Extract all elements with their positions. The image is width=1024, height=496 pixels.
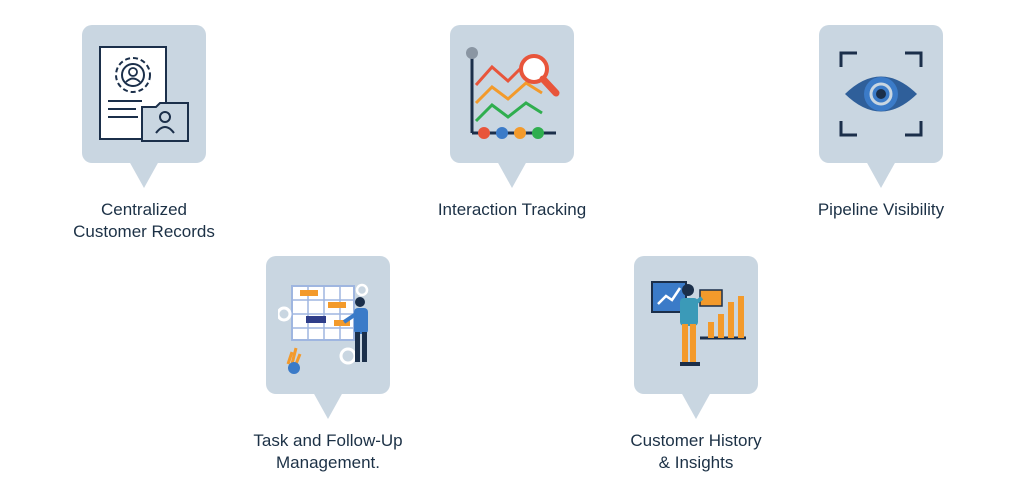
task-board-icon [278,283,369,374]
feature-label-line: & Insights [658,453,734,472]
eye-visibility-icon [839,51,923,137]
feature-label: Interaction Tracking [402,199,622,221]
feature-card [266,256,390,394]
feature-label-line: Customer History [630,431,762,450]
customer-records-icon [99,46,189,142]
feature-label-line: Interaction Tracking [437,200,587,219]
feature-label-line: Customer Records [73,222,215,241]
interaction-tracking-icon [466,47,560,139]
analytics-person-icon [651,281,746,366]
feature-card [450,25,574,163]
feature-label-line: Pipeline Visibility [817,200,945,219]
card-pointer [313,392,343,419]
card-pointer [497,161,527,188]
card-pointer [129,161,159,188]
feature-label-line: Task and Follow-Up [253,431,403,450]
feature-label: Task and Follow-Up Management. [218,430,438,474]
card-pointer [866,161,896,188]
feature-label: Centralized Customer Records [34,199,254,243]
feature-label-line: Management. [276,453,380,472]
feature-card [82,25,206,163]
feature-label-line: Centralized [101,200,187,219]
card-pointer [681,392,711,419]
feature-label: Customer History & Insights [586,430,806,474]
feature-card [634,256,758,394]
feature-card [819,25,943,163]
feature-label: Pipeline Visibility [771,199,991,221]
